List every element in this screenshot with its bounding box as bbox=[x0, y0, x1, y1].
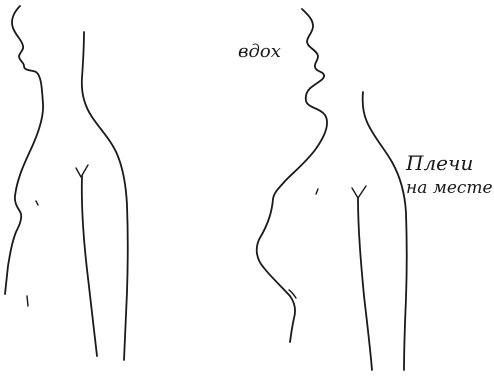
inhale-label: вдох bbox=[238, 41, 281, 62]
left-back-contour bbox=[82, 32, 128, 360]
right-back-contour bbox=[363, 92, 407, 370]
left-face-profile bbox=[5, 6, 43, 294]
shoulders-label-line-1: Плечи bbox=[405, 151, 473, 175]
left-shoulder-mark bbox=[76, 165, 88, 177]
right-arm-front bbox=[358, 198, 372, 370]
right-chest-mark bbox=[316, 189, 318, 194]
left-arm-front bbox=[82, 176, 97, 356]
left-hand-mark bbox=[27, 296, 28, 306]
left-figure bbox=[5, 6, 128, 360]
right-figure bbox=[257, 9, 407, 370]
right-shoulder-mark bbox=[352, 186, 366, 198]
left-chest-mark bbox=[36, 201, 38, 205]
shoulders-label-line-2: на месте bbox=[406, 178, 493, 198]
